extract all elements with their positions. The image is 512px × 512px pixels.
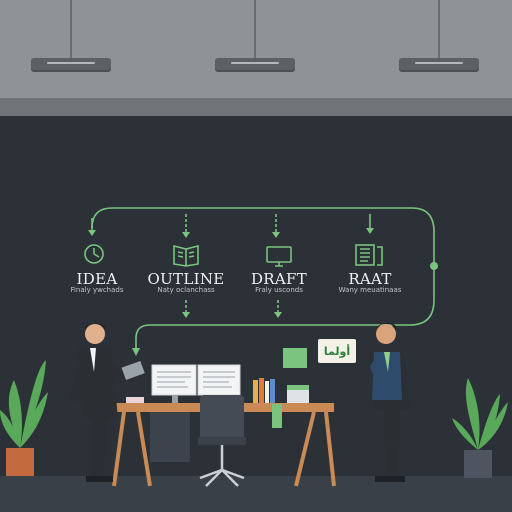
green-cloth — [272, 404, 282, 428]
stage-label-idea: IDEA — [76, 270, 118, 288]
lamp-wire — [70, 0, 72, 58]
book-icon — [173, 244, 199, 267]
floor — [0, 476, 512, 512]
notebook — [126, 397, 144, 403]
ceiling-trim — [0, 98, 512, 116]
potted-plant-right — [452, 378, 508, 478]
stage-sublabel: Wany meuatinaas — [338, 286, 402, 294]
stage-sublabel: Fraly usconds — [255, 286, 303, 294]
stage-label-draft: DRAFT — [250, 270, 308, 288]
arrowhead — [366, 228, 374, 234]
flow-node — [430, 262, 438, 270]
clock-icon — [84, 244, 104, 264]
lamp-wire — [254, 0, 256, 58]
stage-label-outline: OUTLINE — [147, 270, 225, 288]
wall-sign: أولما — [318, 339, 356, 363]
arrowhead — [132, 348, 140, 356]
arrowhead — [272, 232, 280, 238]
arrowhead — [274, 312, 282, 318]
ceiling — [0, 0, 512, 100]
person-left — [70, 323, 145, 482]
arrowhead — [182, 312, 190, 318]
flow-loop-line — [91, 207, 435, 350]
stage-sublabel: Finaly ywchads — [70, 286, 124, 294]
person-right — [272, 322, 410, 482]
ceiling-lamp — [399, 58, 479, 70]
lamp-wire — [438, 0, 440, 58]
office-chair — [198, 395, 246, 487]
ceiling-lamp — [31, 58, 111, 70]
tablet-device — [121, 360, 145, 380]
book-stack — [253, 378, 275, 403]
potted-plant-left — [0, 360, 48, 476]
sticky-note — [283, 348, 307, 368]
arrowhead — [182, 232, 190, 238]
computer-monitor — [151, 364, 197, 403]
stage-sublabel: Naty oclanchass — [157, 286, 215, 294]
desk-box — [287, 385, 309, 403]
monitor-icon — [266, 246, 292, 267]
arrowhead — [88, 230, 96, 236]
stage-label-raat: RAAT — [348, 270, 392, 288]
document-stack-icon — [355, 244, 383, 266]
ceiling-lamp — [215, 58, 295, 70]
